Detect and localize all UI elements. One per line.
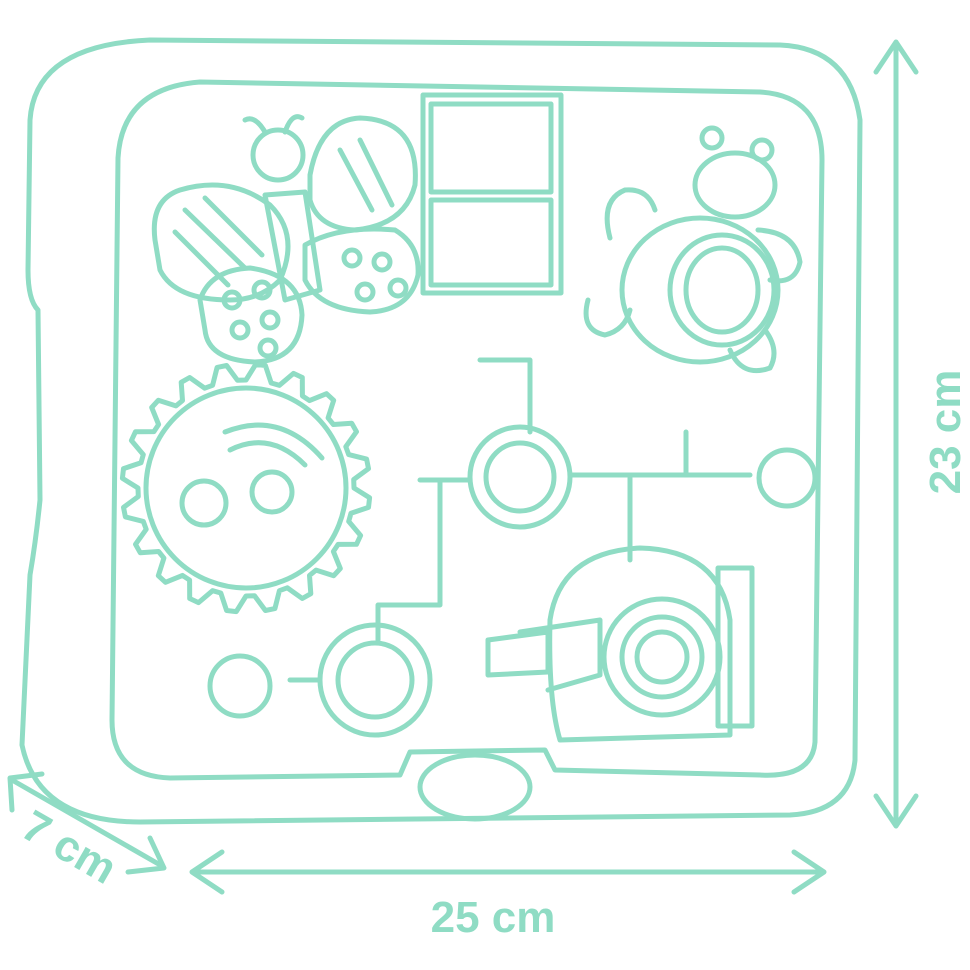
shape-sorter-blocks-icon bbox=[420, 92, 564, 296]
gear-teeth-outline bbox=[119, 361, 373, 615]
height-label: 23 cm bbox=[921, 370, 970, 495]
butterfly-icon bbox=[151, 114, 421, 365]
width-label: 25 cm bbox=[431, 893, 556, 942]
width-dimension-arrow bbox=[189, 849, 827, 895]
car-icon bbox=[485, 545, 755, 743]
height-dimension-arrow bbox=[873, 39, 919, 829]
toy-outer-outline bbox=[19, 37, 863, 825]
maze-track-icon bbox=[207, 357, 818, 738]
handle-oval bbox=[417, 752, 533, 822]
hippo-turtle-icon bbox=[583, 125, 803, 374]
toy-inner-tray bbox=[109, 79, 825, 781]
gear-icon bbox=[119, 361, 373, 615]
depth-dimension-arrow bbox=[7, 771, 167, 875]
